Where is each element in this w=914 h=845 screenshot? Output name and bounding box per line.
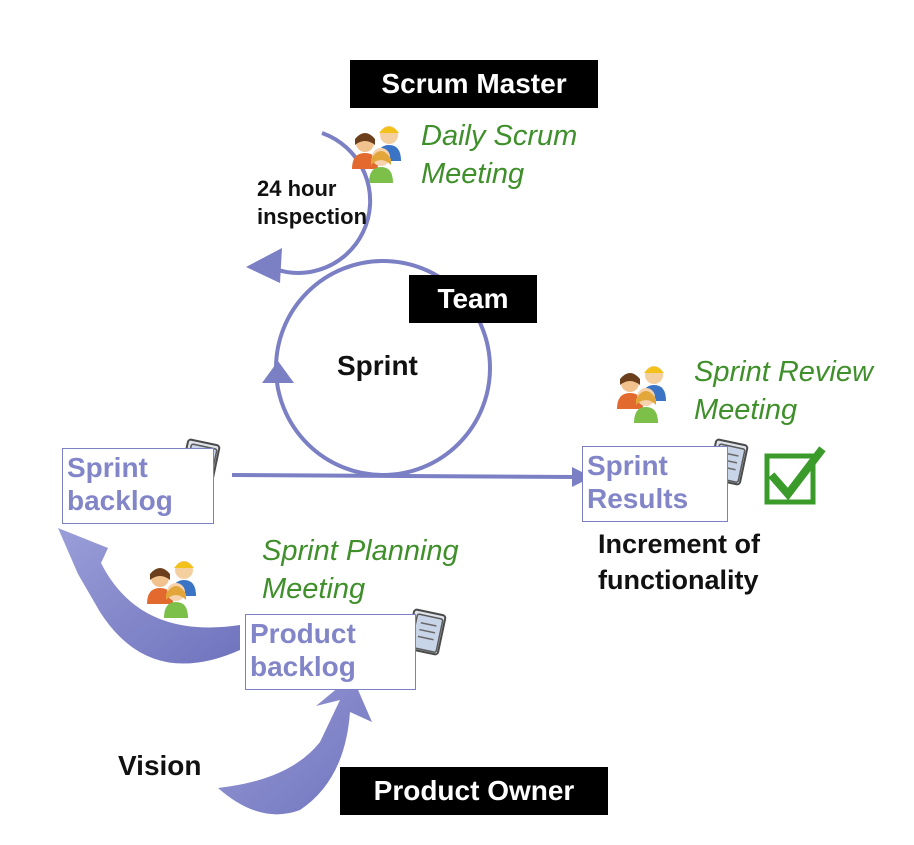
people-group-icon <box>147 561 196 618</box>
daily-scrum-line2: Meeting <box>421 158 525 190</box>
team-label: Team <box>409 275 537 323</box>
sprint-results-box: Sprint Results <box>582 446 728 522</box>
sprint-results-line2: Results <box>587 483 689 514</box>
sprint-backlog-box: Sprint backlog <box>62 448 214 524</box>
vision-label: Vision <box>118 750 202 781</box>
inspection-label: 24 hour inspection <box>257 175 367 231</box>
daily-scrum-line1: Daily Scrum <box>421 120 578 152</box>
sprint-label: Sprint <box>337 350 418 381</box>
people-group-icon <box>352 126 401 183</box>
product-backlog-box: Product backlog <box>245 614 416 690</box>
increment-line1: Increment of <box>598 529 761 559</box>
inspection-line2: inspection <box>257 204 368 229</box>
sprint-planning-line1: Sprint Planning <box>262 535 459 567</box>
sprint-review-line2: Meeting <box>694 394 798 426</box>
sprint-review-meeting: Sprint Review Meeting <box>694 353 873 429</box>
daily-scrum-cycle <box>246 131 373 283</box>
document-stack-icon <box>405 608 447 656</box>
sprint-backlog-line2: backlog <box>67 485 173 516</box>
sprint-planning-line2: Meeting <box>262 573 366 605</box>
planning-arrow <box>58 528 240 664</box>
sprint-cycle-arrowhead <box>262 361 294 383</box>
people-group-icon <box>617 366 666 423</box>
product-backlog-line2: backlog <box>250 651 356 682</box>
daily-scrum-meeting: Daily Scrum Meeting <box>421 117 577 193</box>
increment-line2: functionality <box>598 565 759 595</box>
product-owner-label: Product Owner <box>340 767 608 815</box>
daily-cycle-arrowhead <box>246 248 282 283</box>
checkmark-icon <box>764 446 826 505</box>
sprint-review-line1: Sprint Review <box>694 356 873 388</box>
sprint-planning-meeting: Sprint Planning Meeting <box>262 532 459 608</box>
sprint-backlog-line1: Sprint <box>67 452 148 483</box>
increment-label: Increment of functionality <box>598 526 760 598</box>
product-backlog-line1: Product <box>250 618 356 649</box>
scrum-master-label: Scrum Master <box>350 60 598 108</box>
inspection-line1: 24 hour <box>257 176 337 201</box>
sprint-results-line1: Sprint <box>587 450 668 481</box>
